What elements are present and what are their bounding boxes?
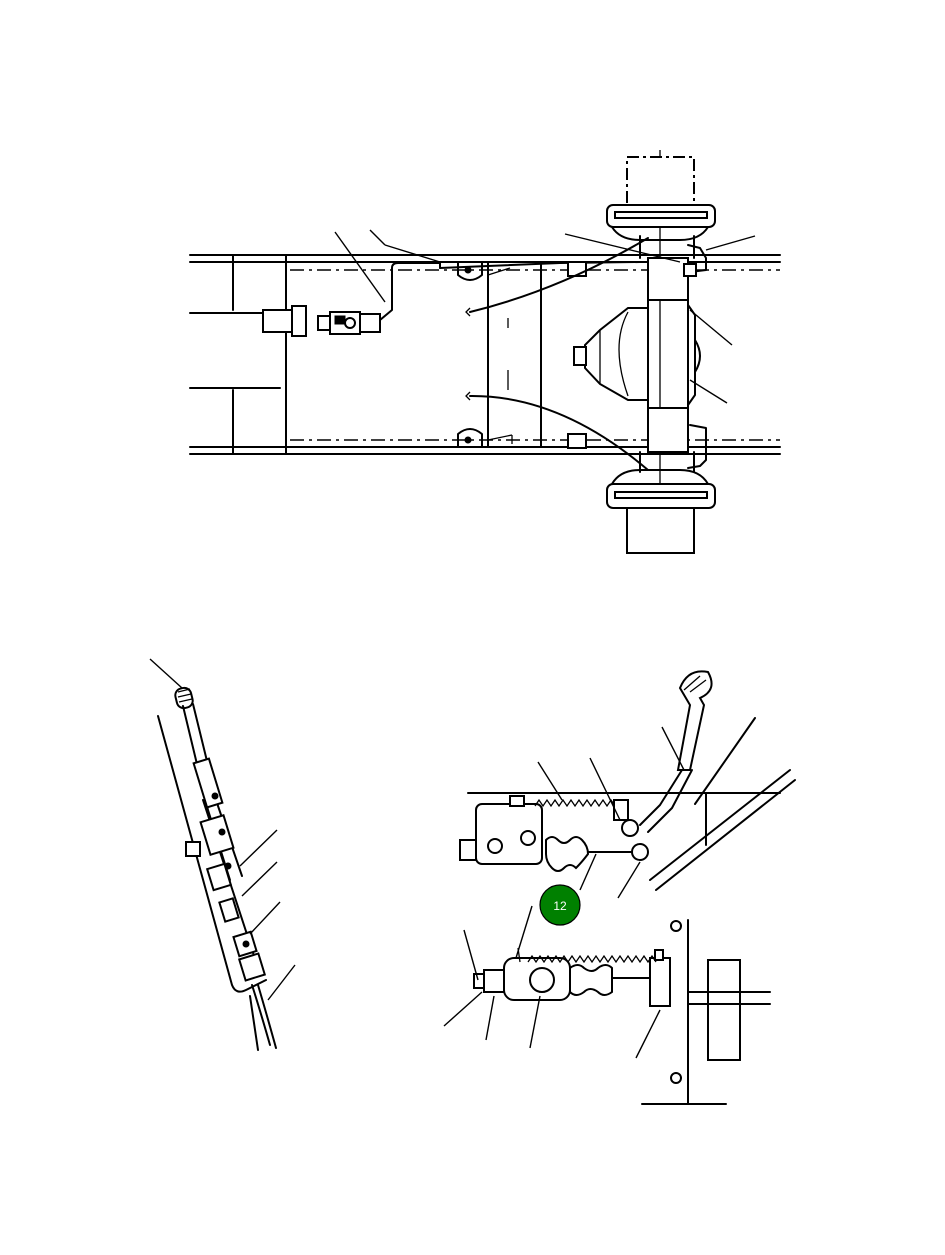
wheel-lower [606,469,716,554]
wheel-upper [606,156,716,241]
chassis-top-view [189,150,781,554]
callout-badge: 12 [539,884,581,926]
badge-label: 12 [553,899,567,913]
cross-member-left [189,254,307,455]
rear-axle [573,150,707,545]
parking-brake-lever [149,658,296,1051]
frame-brackets [457,261,587,449]
callout-leaders-top [334,229,756,404]
brake-hoses [465,237,649,471]
frame-rails [189,254,781,455]
badge-circle [539,884,581,926]
brake-pedal-assembly [443,670,796,1105]
